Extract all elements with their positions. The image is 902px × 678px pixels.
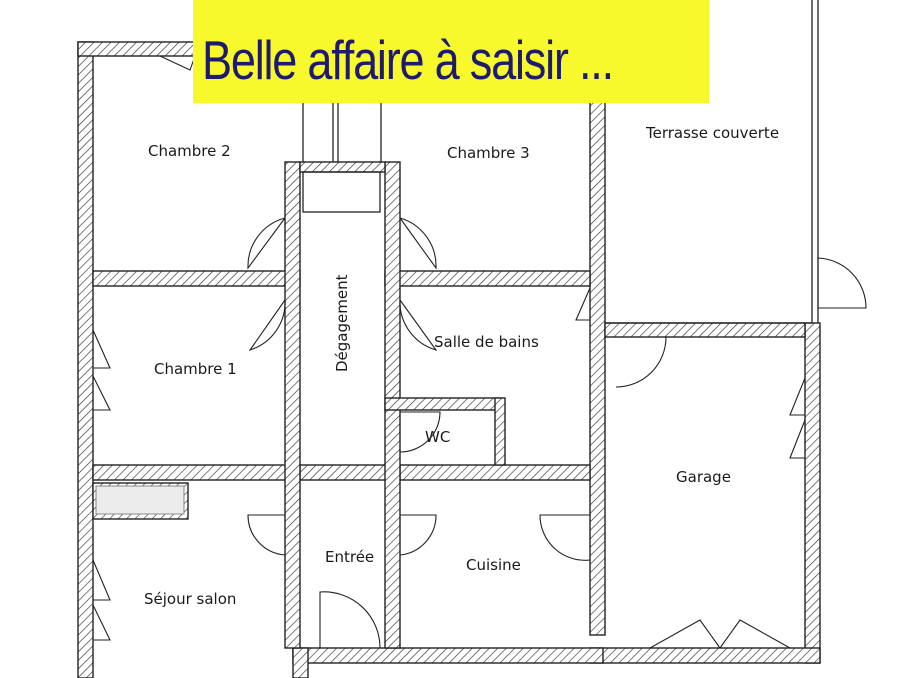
label-wc: WC bbox=[425, 428, 450, 446]
label-chambre-1: Chambre 1 bbox=[154, 360, 237, 378]
label-garage: Garage bbox=[676, 468, 731, 486]
label-entree: Entrée bbox=[325, 548, 374, 566]
label-cuisine: Cuisine bbox=[466, 556, 521, 574]
promo-banner-text: Belle affaire à saisir ... bbox=[202, 29, 614, 91]
promo-banner bbox=[193, 0, 709, 103]
corridor-lines bbox=[95, 95, 382, 515]
label-sejour-salon: Séjour salon bbox=[144, 590, 236, 608]
interior-walls bbox=[92, 161, 806, 649]
label-terrasse-couverte: Terrasse couverte bbox=[645, 124, 779, 142]
label-salle-de-bains: Salle de bains bbox=[434, 333, 539, 351]
label-chambre-2: Chambre 2 bbox=[148, 142, 231, 160]
doors bbox=[92, 55, 867, 649]
label-degagement: Dégagement bbox=[333, 274, 351, 372]
label-chambre-3: Chambre 3 bbox=[447, 144, 530, 162]
